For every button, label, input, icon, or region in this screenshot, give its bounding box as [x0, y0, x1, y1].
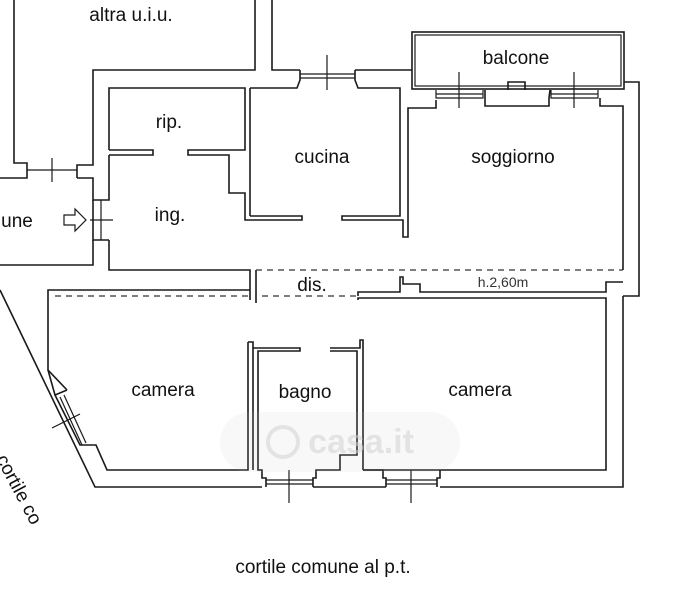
room-label-bagno: bagno: [278, 382, 332, 403]
room-label-ingresso: ing.: [154, 205, 186, 226]
rip-walls: [108, 87, 303, 221]
room-label-disimpegno: dis.: [297, 275, 327, 296]
room-label-camera-left: camera: [131, 380, 195, 401]
arrow-right-outline-icon: [63, 207, 87, 233]
area-label-comune: une: [1, 211, 33, 232]
corridor-lines: [55, 269, 624, 488]
watermark: casa.it: [220, 412, 460, 472]
cucina-walls: [249, 55, 437, 238]
neighbor-unit-walls: [0, 0, 300, 182]
balcone-walls: [411, 31, 640, 297]
room-label-camera-right: camera: [448, 380, 512, 401]
camera-right-window: [313, 469, 441, 503]
room-label-cucina: cucina: [294, 147, 350, 168]
camera-left-walls: [0, 289, 262, 488]
bagno-walls: [253, 339, 364, 503]
area-label-cortile-bottom: cortile comune al p.t.: [235, 557, 411, 578]
room-label-balcone: balcone: [482, 48, 550, 69]
house-circle-icon: [266, 425, 301, 459]
room-label-soggiorno: soggiorno: [471, 147, 555, 168]
room-label-rip: rip.: [155, 112, 183, 133]
watermark-text: casa.it: [308, 422, 414, 461]
entrance-walls: [0, 155, 257, 303]
room-label-altra-uiu: altra u.i.u.: [89, 5, 173, 26]
ceiling-height-label: h.2,60m: [477, 274, 529, 290]
